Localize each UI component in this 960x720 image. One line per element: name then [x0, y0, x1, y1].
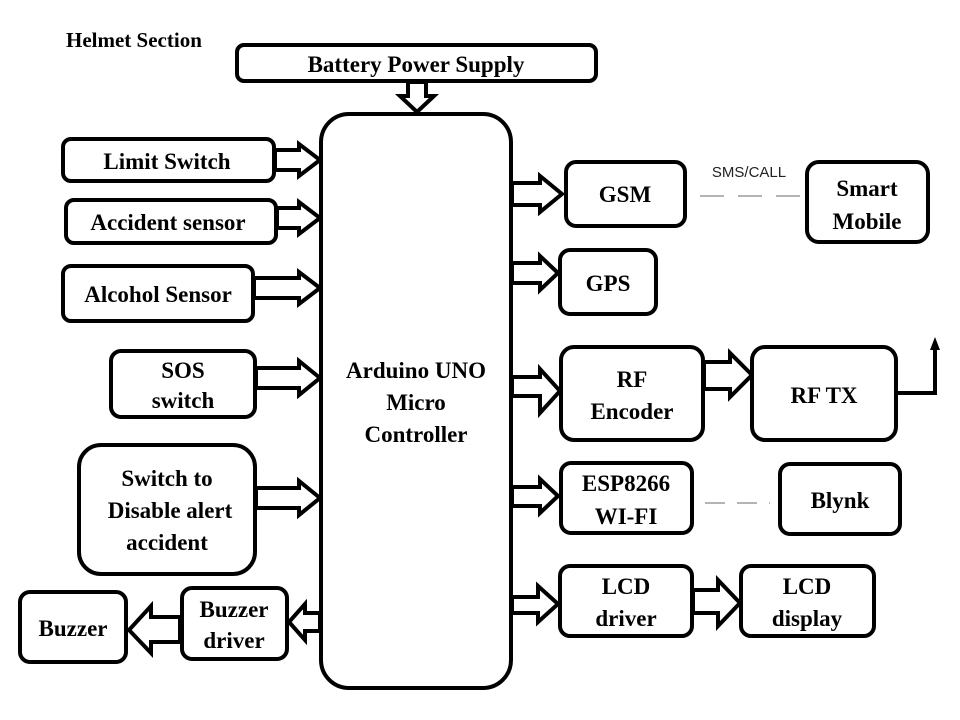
buzzer-driver-arrow [286, 598, 322, 646]
lcd-display-block: LCD display [739, 564, 876, 638]
battery-power-supply-label: Battery Power Supply [308, 52, 525, 77]
battery-power-supply-block: Battery Power Supply [235, 43, 598, 83]
rf-encoder-line-2: Encoder [590, 399, 673, 424]
buzzer-label: Buzzer [39, 616, 108, 641]
smart-mobile-line-2: Mobile [833, 209, 902, 234]
lcd-driver-line-2: driver [595, 606, 656, 631]
limit-switch-block: Limit Switch [61, 137, 276, 183]
blynk-label: Blynk [811, 488, 870, 513]
controller-line-2: Micro [386, 390, 446, 415]
buzzer-driver-block: Buzzer driver [180, 586, 289, 661]
gps-arrow [510, 251, 561, 295]
rf-tx-block: RF TX [750, 345, 898, 442]
power-arrow [394, 80, 440, 115]
lcd-driver-line-1: LCD [602, 574, 651, 599]
buzzer-block: Buzzer [18, 590, 128, 664]
sos-switch-arrow [254, 356, 324, 400]
accident-sensor-arrow [275, 197, 324, 239]
rf-tx-label: RF TX [790, 383, 857, 408]
alcohol-sensor-arrow [252, 267, 324, 309]
disable-alert-line-2: Disable alert [108, 498, 233, 523]
esp8266-arrow [510, 474, 561, 518]
sos-switch-line-1: SOS [161, 358, 204, 383]
alcohol-sensor-block: Alcohol Sensor [61, 264, 255, 323]
gsm-block: GSM [564, 160, 687, 228]
esp8266-line-2: WI-FI [595, 504, 658, 529]
gps-block: GPS [558, 248, 658, 316]
esp8266-block: ESP8266 WI-FI [559, 461, 694, 535]
controller-line-1: Arduino UNO [346, 358, 486, 383]
blynk-block: Blynk [778, 462, 902, 536]
disable-alert-line-1: Switch to [121, 466, 212, 491]
limit-switch-arrow [273, 139, 324, 181]
gps-label: GPS [586, 271, 631, 296]
lcd-display-line-2: display [772, 606, 843, 631]
disable-alert-switch-block: Switch to Disable alert accident [77, 443, 257, 576]
lcd-display-arrow [691, 575, 743, 631]
sos-switch-block: SOS switch [109, 349, 257, 419]
rf-encoder-arrow [510, 363, 563, 419]
antenna-icon [930, 337, 940, 350]
accident-sensor-label: Accident sensor [90, 210, 245, 235]
section-title: Helmet Section [66, 28, 202, 52]
limit-switch-label: Limit Switch [103, 149, 230, 174]
buzzer-arrow [126, 600, 182, 658]
rf-encoder-line-1: RF [617, 367, 648, 392]
lcd-driver-arrow [510, 581, 561, 627]
disable-alert-line-3: accident [126, 530, 208, 555]
sos-switch-line-2: switch [152, 388, 215, 413]
lcd-driver-block: LCD driver [558, 564, 694, 638]
buzzer-driver-line-1: Buzzer [200, 597, 269, 622]
controller-line-3: Controller [364, 422, 467, 447]
rf-tx-arrow [702, 348, 755, 402]
accident-sensor-block: Accident sensor [64, 198, 278, 245]
disable-alert-arrow [254, 476, 324, 520]
esp8266-line-1: ESP8266 [582, 471, 670, 496]
sms-call-label: SMS/CALL [712, 164, 786, 181]
lcd-display-line-1: LCD [783, 574, 832, 599]
arduino-controller-block: Arduino UNO Micro Controller [319, 112, 513, 690]
smart-mobile-line-1: Smart [836, 176, 898, 201]
rf-encoder-block: RF Encoder [559, 345, 705, 442]
buzzer-driver-line-2: driver [203, 628, 264, 653]
gsm-arrow [510, 171, 566, 217]
antenna-line [897, 345, 937, 395]
smart-mobile-block: Smart Mobile [805, 160, 930, 244]
alcohol-sensor-label: Alcohol Sensor [84, 282, 232, 307]
gsm-label: GSM [599, 182, 652, 207]
